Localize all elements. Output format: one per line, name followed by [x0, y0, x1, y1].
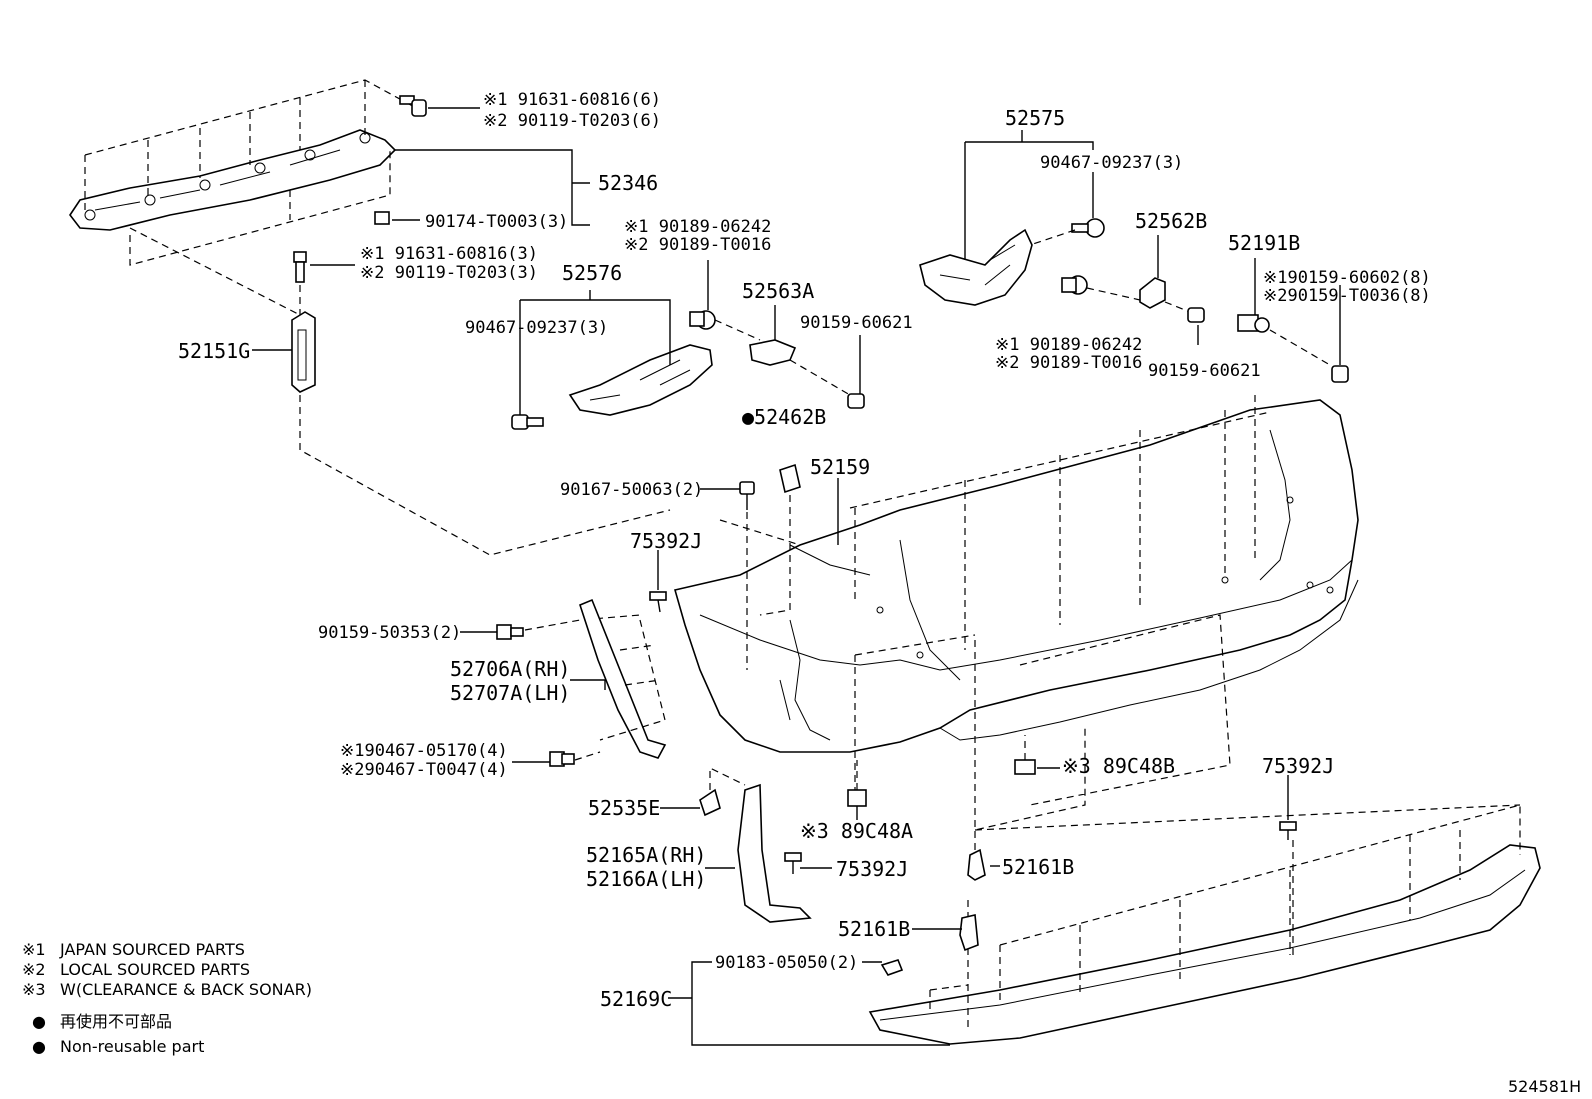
- reinforcement-dash-box: [84, 79, 421, 266]
- label-89C48B: ※3 89C48B: [1062, 754, 1175, 778]
- label-52535E: 52535E: [588, 796, 660, 820]
- clip-52161B-2: [959, 914, 979, 952]
- label-90159-60602: ※190159-60602(8): [1263, 268, 1431, 288]
- nut-icon: [880, 959, 904, 976]
- bolt-icon: [293, 251, 307, 283]
- clip-icon: [1061, 275, 1088, 295]
- label-90159-60621-a: 90159-60621: [800, 313, 913, 333]
- nut-icon: [374, 211, 390, 225]
- legend-text-3: W(CLEARANCE & BACK SONAR): [60, 980, 312, 999]
- extension-52165A: [737, 783, 812, 923]
- label-90467-09237-b: 90467-09237(3): [1040, 153, 1183, 173]
- reinforcement-52346: [69, 129, 397, 231]
- clip-75392J-3: [1279, 821, 1297, 840]
- legend-bullet-5: ●: [32, 1037, 46, 1056]
- legend-text-1: JAPAN SOURCED PARTS: [59, 940, 245, 959]
- label-90467-T0047: ※290467-T0047(4): [340, 760, 508, 780]
- label-52462B: ●52462B: [742, 405, 826, 429]
- screw-icon: [739, 481, 755, 510]
- legend-text-2: LOCAL SOURCED PARTS: [60, 960, 250, 979]
- label-52166A: 52166A(LH): [586, 867, 706, 891]
- label-89C48A: ※3 89C48A: [800, 819, 913, 843]
- label-90467-09237-a: 90467-09237(3): [465, 318, 608, 338]
- legend: ※1 JAPAN SOURCED PARTS ※2 LOCAL SOURCED …: [22, 940, 312, 1056]
- screw-icon: [549, 751, 575, 767]
- retainer-52562B: [1139, 277, 1166, 309]
- bolt-icon: [399, 95, 427, 117]
- label-90183-05050: 90183-05050(2): [715, 953, 858, 973]
- bolt-icon: [1071, 218, 1105, 238]
- label-90159-50353: 90159-50353(2): [318, 623, 461, 643]
- label-90159-T0036: ※290159-T0036(8): [1263, 286, 1431, 306]
- label-75392J-c: 75392J: [836, 857, 908, 881]
- legend-mark-2: ※2: [22, 960, 46, 979]
- label-90189-06242-a: ※1 90189-06242: [624, 217, 771, 237]
- label-52576: 52576: [562, 261, 622, 285]
- label-91631-60816-b: ※1 91631-60816(3): [360, 244, 538, 264]
- clip-icon: [689, 310, 716, 330]
- bracket-89C48B: [1014, 759, 1036, 775]
- bracket-52575: [919, 228, 1033, 306]
- label-91631-60816-a: ※1 91631-60816(6): [483, 90, 661, 110]
- label-52165A: 52165A(RH): [586, 843, 706, 867]
- retainer-52535E: [699, 788, 721, 817]
- clip-75392J-2: [784, 852, 802, 874]
- label-52191B: 52191B: [1228, 231, 1300, 255]
- label-52161B-b: 52161B: [838, 917, 910, 941]
- label-52151G: 52151G: [178, 339, 250, 363]
- clip-52161B: [967, 848, 986, 881]
- label-52346: 52346: [598, 171, 658, 195]
- label-90189-06242-b: ※1 90189-06242: [995, 335, 1142, 355]
- label-90167-50063: 90167-50063(2): [560, 480, 703, 500]
- label-75392J-a: 75392J: [630, 529, 702, 553]
- bolt-icon: [1331, 365, 1349, 383]
- bolt-icon: [847, 393, 865, 409]
- pad-52462B: [779, 463, 801, 494]
- legend-text-4: 再使用不可部品: [60, 1012, 172, 1031]
- bolt-icon: [511, 414, 544, 430]
- label-52575: 52575: [1005, 106, 1065, 130]
- legend-mark-3: ※3: [22, 980, 46, 999]
- bracket-89C48A: [847, 789, 867, 807]
- label-52706A: 52706A(RH): [450, 657, 570, 681]
- bolt-icon: [1187, 307, 1205, 323]
- bracket-52576: [568, 344, 713, 416]
- label-90174-T0003: 90174-T0003(3): [425, 212, 568, 232]
- label-90159-60621-b: 90159-60621: [1148, 361, 1261, 381]
- label-90119-T0203-a: ※2 90119-T0203(6): [483, 111, 661, 131]
- label-90119-T0203-b: ※2 90119-T0203(3): [360, 263, 538, 283]
- label-52563A: 52563A: [742, 279, 814, 303]
- label-52161B-a: 52161B: [1002, 855, 1074, 879]
- label-90189-T0016-b: ※2 90189-T0016: [995, 353, 1142, 373]
- retainer-52563A: [749, 339, 797, 366]
- bumper-cover-52159: [673, 399, 1359, 753]
- clip-75392J: [649, 591, 667, 613]
- label-52159: 52159: [810, 455, 870, 479]
- legend-bullet-4: ●: [32, 1012, 46, 1031]
- extension-52706A: [579, 598, 667, 759]
- screw-icon: [496, 624, 524, 640]
- label-52169C: 52169C: [600, 987, 672, 1011]
- label-52707A: 52707A(LH): [450, 681, 570, 705]
- diagram-code: 524581H: [1508, 1077, 1581, 1096]
- legend-mark-1: ※1: [22, 940, 46, 959]
- label-90189-T0016-a: ※2 90189-T0016: [624, 235, 771, 255]
- legend-text-5: Non-reusable part: [60, 1037, 204, 1056]
- bracket-52151G: [291, 311, 316, 393]
- label-90467-05170: ※190467-05170(4): [340, 741, 508, 761]
- retainer-52191B: [1237, 314, 1270, 333]
- label-52562B: 52562B: [1135, 209, 1207, 233]
- label-75392J-b: 75392J: [1262, 754, 1334, 778]
